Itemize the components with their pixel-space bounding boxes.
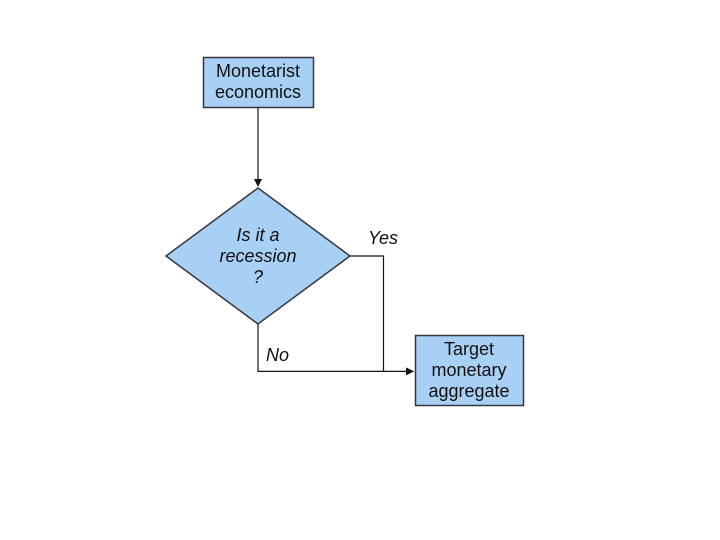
outcome-node-label: Target monetary aggregate [428,338,510,401]
decision-node-diamond [164,187,352,325]
no-edge-label: No [266,345,290,365]
start-node-rectangle [202,56,315,109]
edge-yes-line [350,255,385,372]
decision-node-label: Is it a recession ? [219,224,297,287]
outcome-node-rectangle [414,334,525,407]
edge-no-line [257,324,414,376]
start-node-label: Monetarist economics [214,61,302,102]
yes-edge-label: Yes [368,228,399,248]
